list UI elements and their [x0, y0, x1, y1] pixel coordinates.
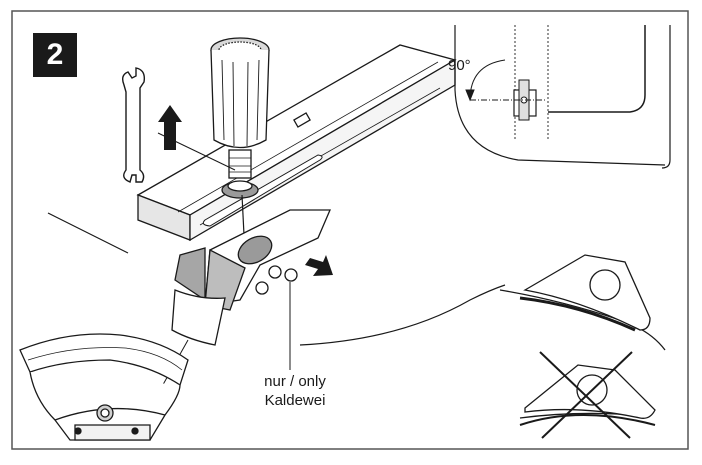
tub-edge-left [47, 212, 129, 254]
wrench-icon [121, 67, 146, 183]
prohibited-cross-icon [539, 351, 633, 439]
note-line-2: Kaldewei [264, 392, 326, 409]
foot-detail [19, 333, 189, 441]
mounting-rail [136, 44, 457, 242]
tub-curve-middle [299, 284, 506, 346]
adjustable-foot [157, 37, 270, 236]
alignment-detail [454, 25, 671, 169]
support-bracket [171, 209, 331, 370]
right-arrow-icon [305, 255, 333, 276]
kaldewei-note: nur / only Kaldewei [240, 372, 350, 410]
outer-border [11, 10, 689, 450]
angle-label: 90° [448, 57, 471, 74]
step-number-badge: 2 [33, 33, 77, 77]
up-arrow-icon [158, 105, 182, 150]
correct-bracket-detail [499, 254, 666, 351]
note-line-1: nur / only [264, 373, 326, 390]
